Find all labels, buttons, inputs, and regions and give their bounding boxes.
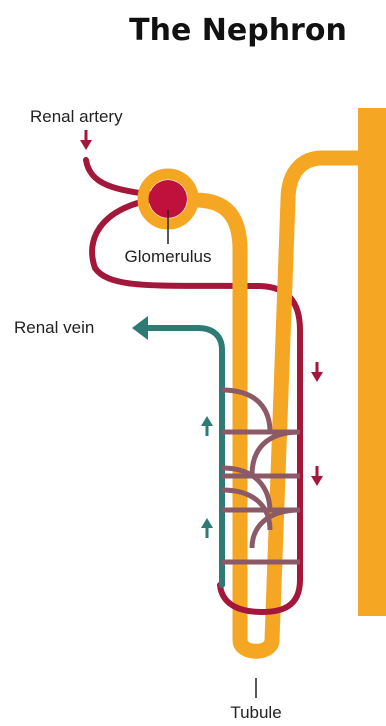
collecting-duct: [358, 108, 386, 616]
vein-flow-arrow-icon: [201, 416, 213, 436]
artery-flow-arrow-icon: [80, 130, 92, 150]
renal-vein-arrowhead: [132, 316, 148, 340]
tubule-label: Tubule: [230, 703, 281, 722]
artery-flow-arrow-icon: [311, 362, 323, 382]
vein-flow-arrow-icon: [201, 518, 213, 538]
renal-artery-label: Renal artery: [30, 107, 123, 126]
renal-vein: [140, 328, 222, 585]
vasa-recta-loop: [220, 520, 300, 612]
renal-vein-label: Renal vein: [14, 318, 94, 337]
page-title: The Nephron: [129, 13, 347, 48]
artery-flow-arrow-icon: [311, 466, 323, 486]
glomerulus-label: Glomerulus: [125, 247, 212, 266]
